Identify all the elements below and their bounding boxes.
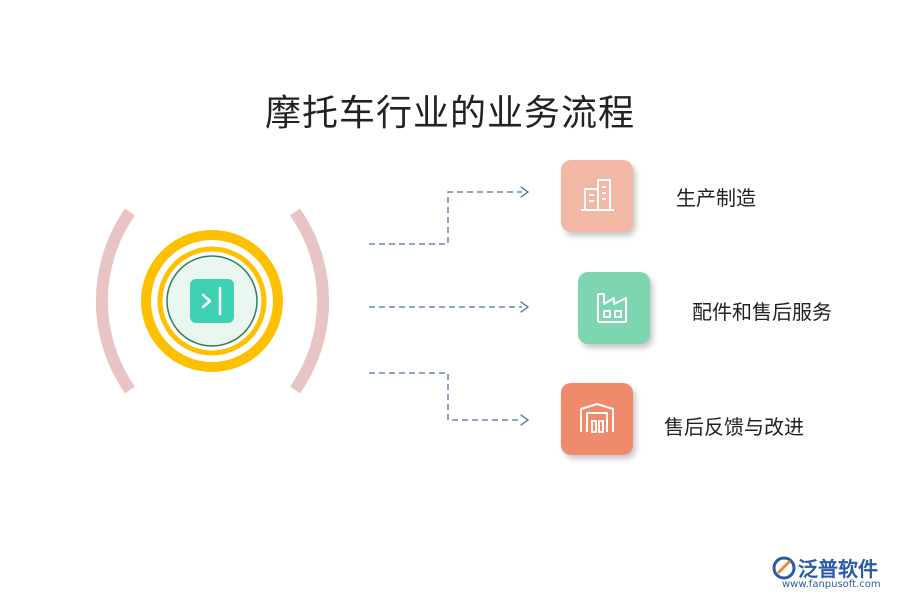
arrowhead-top <box>520 186 530 198</box>
tile-feedback <box>561 383 633 455</box>
page-title: 摩托车行业的业务流程 <box>264 93 635 134</box>
collapse-panel-icon <box>190 279 234 323</box>
item-label-feedback: 售后反馈与改进 <box>664 415 804 439</box>
warehouse-icon <box>580 403 614 433</box>
brand-watermark: 泛普软件 www.fanpusoft.com <box>770 553 895 598</box>
arrowhead-bottom <box>520 414 530 426</box>
factory-icon <box>597 293 627 323</box>
hub-outer-ring <box>141 230 283 372</box>
brand-url: www.fanpusoft.com <box>782 579 881 590</box>
tile-parts-service <box>578 272 650 344</box>
connector-top <box>369 191 522 245</box>
item-label-parts-service: 配件和售后服务 <box>692 300 832 324</box>
tile-production <box>561 160 633 232</box>
item-label-production: 生产制造 <box>676 186 756 210</box>
right-arc <box>290 208 330 394</box>
building-icon <box>581 179 614 211</box>
arrowhead-middle <box>520 301 530 313</box>
hub-inner-ring <box>157 246 267 356</box>
brand-logo-icon <box>772 556 796 580</box>
connector-bottom <box>369 372 522 421</box>
brand-name: 泛普软件 <box>798 557 878 581</box>
left-arc <box>95 208 135 394</box>
